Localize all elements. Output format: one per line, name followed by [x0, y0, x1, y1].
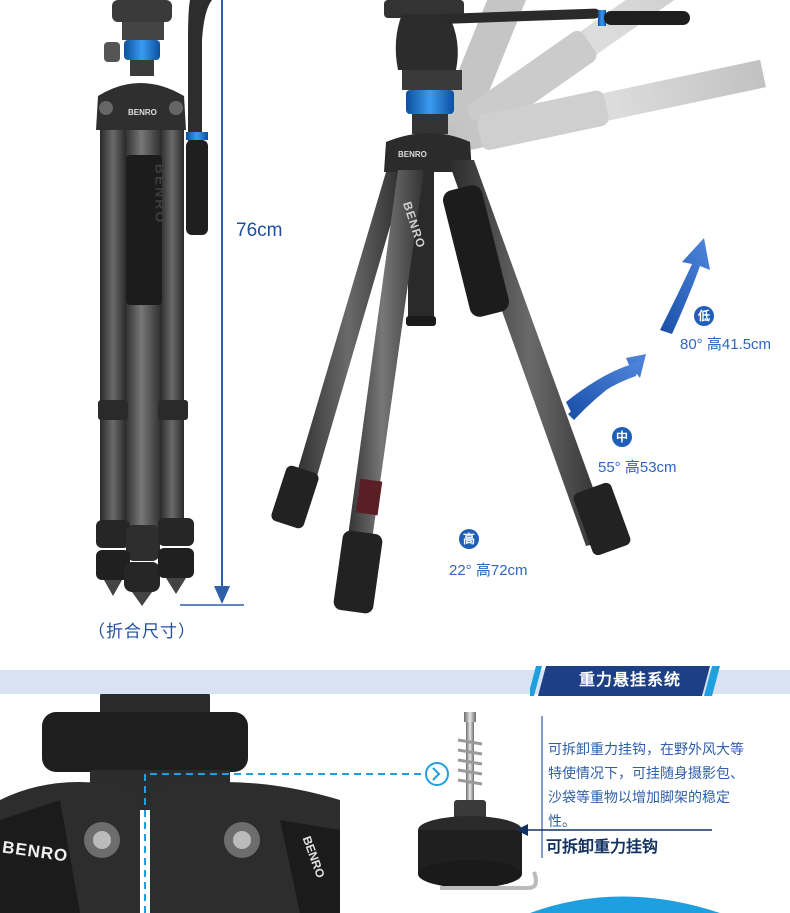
- folded-height-label: 76cm: [236, 220, 283, 241]
- angle-badge-mid: 中: [612, 427, 632, 447]
- closeup-image: [0, 692, 340, 913]
- hook-pointer: [516, 716, 712, 858]
- ghost-leg-positions: [437, 0, 766, 154]
- section-title-frame: [530, 666, 720, 696]
- open-tripod-image: [271, 0, 690, 614]
- angle-text-high: 22° 高72cm: [449, 562, 528, 579]
- angle-text-low: 80° 高41.5cm: [680, 336, 772, 353]
- angle-text-mid: 55° 高53cm: [598, 459, 677, 476]
- open-brand-head: BENRO: [398, 150, 427, 159]
- angle-badge-low: 低: [694, 306, 714, 326]
- dashed-connector: [144, 762, 449, 913]
- gravity-hook-image: [418, 712, 538, 890]
- height-dimension-arrow: [180, 0, 244, 606]
- angle-badge-high: 高: [459, 529, 479, 549]
- folded-brand-head: BENRO: [128, 108, 157, 117]
- decorative-arc: [530, 896, 720, 913]
- folded-brand-vertical: BENRO: [152, 163, 169, 225]
- folded-size-caption: （折合尺寸）: [88, 622, 196, 641]
- hook-caption: 可拆卸重力挂钩: [546, 839, 659, 856]
- feature-description: 可拆卸重力挂钩，在野外风大等特使情况下，可挂随身摄影包、沙袋等重物以增加脚架的稳…: [548, 741, 744, 829]
- angle-arrows: [566, 238, 710, 420]
- folded-tripod-image: [96, 0, 212, 606]
- section-title: 重力悬挂系统: [578, 672, 681, 689]
